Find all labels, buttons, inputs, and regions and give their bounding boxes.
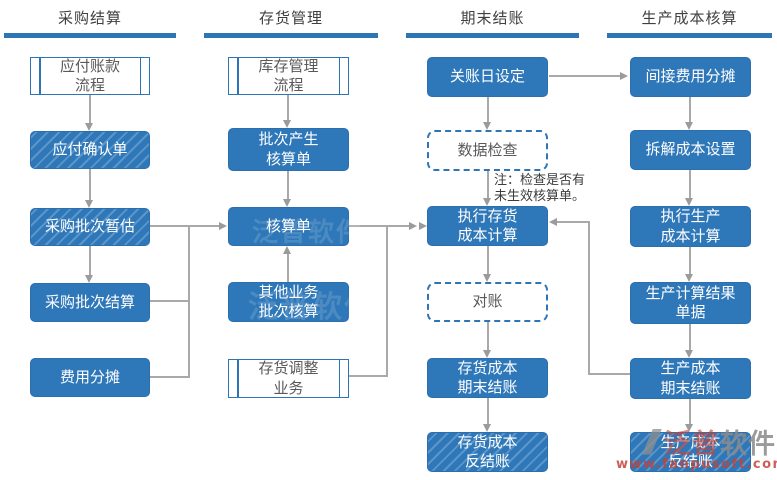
connector-line	[150, 225, 219, 227]
arrow-down-icon	[483, 198, 491, 206]
connector-line	[89, 246, 91, 275]
arrow-down-icon	[85, 123, 93, 131]
arrow-down-icon	[685, 274, 693, 282]
column-title-production-cost: 生产成本核算	[641, 9, 738, 27]
node-purchase-batch-estimate: 采购批次暂估	[30, 208, 150, 246]
node-inventory-cost-close: 存货成本 期末结账	[427, 358, 548, 398]
arrow-down-icon	[283, 120, 291, 128]
node-other-business-batch: 其他业务 批次核算	[228, 282, 349, 322]
arrow-down-icon	[483, 424, 491, 432]
column-underline-3	[406, 33, 579, 38]
arrow-right-icon	[409, 222, 417, 230]
column-title-inventory-management: 存货管理	[258, 9, 323, 27]
arrow-down-icon	[283, 199, 291, 207]
connector-line	[689, 97, 691, 122]
node-inventory-cost-reverse: 存货成本 反结账	[427, 432, 548, 472]
connector-line	[588, 221, 590, 375]
check-note: 注：检查是否有 未生效核算单。	[494, 173, 586, 204]
connector-line	[150, 376, 190, 378]
connector-line	[287, 254, 289, 282]
connector-line	[487, 398, 489, 424]
node-inventory-management-flow: 库存管理 流程	[228, 57, 349, 95]
connector-line	[689, 247, 691, 274]
connector-line	[689, 399, 691, 424]
column-underline-4	[607, 33, 772, 38]
connector-line	[349, 225, 409, 227]
connector-line	[487, 322, 489, 350]
column-underline-2	[204, 33, 378, 38]
arrow-down-icon	[685, 424, 693, 432]
connector-line	[487, 171, 489, 198]
node-production-cost-close: 生产成本 期末结账	[630, 358, 751, 399]
node-closing-date-setting: 关账日设定	[427, 57, 548, 97]
arrow-down-icon	[685, 350, 693, 358]
node-inventory-adjust: 存货调整 业务	[228, 359, 349, 398]
connector-line	[349, 375, 388, 377]
column-underline-1	[4, 33, 176, 38]
node-purchase-batch-settle: 采购批次结算	[30, 283, 150, 322]
node-reconciliation: 对账	[427, 282, 548, 322]
column-title-purchase-settlement: 采购结算	[57, 9, 122, 27]
arrow-down-icon	[483, 122, 491, 130]
node-split-cost-setting: 拆解成本设置	[630, 130, 751, 170]
column-title-period-end-closing: 期末结账	[460, 9, 525, 27]
arrow-up-icon	[283, 246, 291, 254]
node-indirect-expense-allocation: 间接费用分摊	[630, 57, 751, 97]
node-ap-confirmation: 应付确认单	[30, 131, 150, 169]
arrow-right-icon	[219, 222, 227, 230]
connector-line	[487, 97, 489, 122]
arrow-down-icon	[85, 275, 93, 283]
arrow-down-icon	[483, 274, 491, 282]
connector-line	[188, 225, 190, 378]
node-accounts-payable-flow: 应付账款 流程	[30, 57, 150, 95]
node-production-cost-reverse: 生产成本 反结账	[630, 432, 751, 472]
connector-line	[89, 95, 91, 123]
arrow-left-icon	[549, 218, 557, 226]
connector-line	[150, 300, 190, 302]
arrow-right-icon	[620, 72, 628, 80]
connector-line	[689, 324, 691, 350]
node-exec-production-cost: 执行生产 成本计算	[630, 206, 751, 247]
connector-line	[386, 225, 388, 377]
connector-line	[557, 221, 590, 223]
connector-line	[549, 75, 620, 77]
connector-line	[287, 171, 289, 199]
node-data-check: 数据检查	[427, 130, 548, 171]
arrow-right-icon	[419, 222, 427, 230]
connector-line	[287, 95, 289, 120]
node-expense-allocation: 费用分摊	[30, 358, 150, 397]
node-accounting-doc: 核算单	[228, 207, 349, 246]
connector-line	[589, 373, 630, 375]
connector-line	[89, 169, 91, 200]
node-batch-generate-accounting: 批次产生 核算单	[228, 128, 349, 171]
arrow-down-icon	[483, 350, 491, 358]
connector-line	[689, 170, 691, 198]
arrow-down-icon	[85, 200, 93, 208]
node-production-result-doc: 生产计算结果 单据	[630, 282, 751, 324]
connector-line	[487, 246, 489, 274]
arrow-down-icon	[685, 198, 693, 206]
node-exec-inventory-cost: 执行存货 成本计算	[427, 206, 548, 246]
arrow-down-icon	[685, 122, 693, 130]
